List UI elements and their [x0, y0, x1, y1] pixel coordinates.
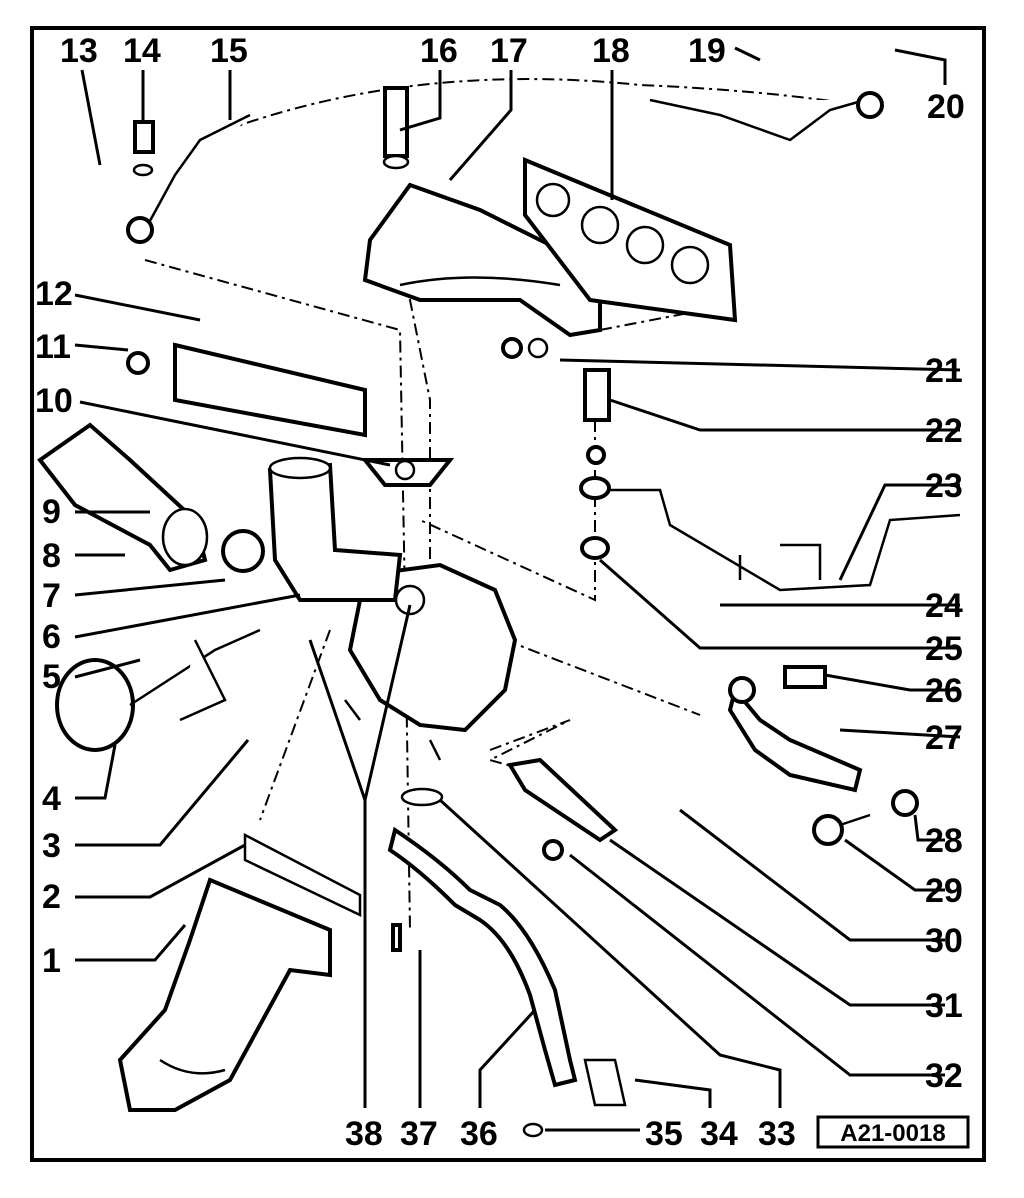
callout-11: 11 — [35, 328, 71, 366]
part-oil-feed-pipe-28 — [727, 676, 919, 817]
callout-33: 33 — [758, 1115, 796, 1153]
callout-10: 10 — [35, 382, 73, 420]
callout-21: 21 — [925, 352, 963, 390]
part-bolt-35 — [522, 1122, 544, 1138]
part-gasket-33 — [400, 787, 444, 807]
callout-6: 6 — [42, 618, 61, 656]
part-heat-shield-12 — [173, 342, 367, 438]
callout-7: 7 — [42, 577, 61, 615]
callout-17: 17 — [490, 32, 528, 70]
reference-code: A21-0018 — [840, 1120, 945, 1147]
part-bolt-26 — [783, 665, 827, 689]
callout-8: 8 — [42, 537, 61, 575]
part-bolt-16 — [382, 86, 410, 170]
reference-code-box: A21-0018 — [816, 1115, 970, 1149]
callout-18: 18 — [592, 32, 630, 70]
part-wastegate-actuator-4 — [55, 628, 261, 752]
part-gasket-2 — [243, 832, 362, 917]
callout-12: 12 — [35, 275, 73, 313]
part-bolt-14 — [132, 120, 155, 177]
callout-9: 9 — [42, 493, 61, 531]
part-bolt-11 — [126, 351, 150, 375]
callout-29: 29 — [925, 872, 963, 910]
callout-22: 22 — [925, 412, 963, 450]
callout-31: 31 — [925, 987, 963, 1025]
callout-30: 30 — [925, 922, 963, 960]
part-bolt-22 — [583, 368, 611, 465]
part-catalytic-converter — [117, 877, 332, 1112]
callout-labels: 13 14 15 16 17 18 19 20 12 11 10 9 8 7 6… — [35, 32, 965, 1153]
part-intake-pipe-9 — [37, 422, 209, 573]
callout-3: 3 — [42, 827, 61, 865]
callout-36: 36 — [460, 1115, 498, 1153]
callout-16: 16 — [420, 32, 458, 70]
part-gasket-10 — [360, 458, 455, 487]
callout-20: 20 — [927, 88, 965, 126]
callout-4: 4 — [42, 780, 61, 818]
callout-24: 24 — [925, 587, 963, 625]
callout-19: 19 — [688, 32, 726, 70]
callout-26: 26 — [925, 672, 963, 710]
callout-38: 38 — [345, 1115, 383, 1153]
part-bolt-32 — [542, 839, 564, 861]
part-pipe-15 — [126, 113, 251, 244]
callout-2: 2 — [42, 878, 61, 916]
callout-35: 35 — [645, 1115, 683, 1153]
callout-27: 27 — [925, 719, 963, 757]
part-elbow-pipe-6 — [267, 456, 403, 602]
part-manifold-gasket-18 — [523, 157, 738, 323]
callout-13: 13 — [60, 32, 98, 70]
callout-14: 14 — [123, 32, 161, 70]
callout-23: 23 — [925, 467, 963, 505]
callout-34: 34 — [700, 1115, 738, 1153]
part-nut-21 — [501, 337, 549, 359]
callout-37: 37 — [400, 1115, 438, 1153]
callout-32: 32 — [925, 1057, 963, 1095]
callout-5: 5 — [42, 658, 61, 696]
part-oil-return-pipe-23 — [579, 476, 961, 592]
callout-15: 15 — [210, 32, 248, 70]
callout-25: 25 — [925, 630, 963, 668]
callout-28: 28 — [925, 822, 963, 860]
callout-1: 1 — [42, 942, 61, 980]
part-coolant-pipe-36 — [387, 826, 627, 1107]
part-exhaust-manifold-17 — [362, 182, 602, 338]
part-o-ring-7 — [221, 529, 265, 573]
leader-lines — [74, 46, 961, 1132]
part-bracket-31 — [506, 757, 619, 843]
part-bolt-29 — [812, 813, 871, 846]
part-bolt-37 — [391, 923, 402, 952]
part-pipe-19 — [649, 91, 884, 142]
